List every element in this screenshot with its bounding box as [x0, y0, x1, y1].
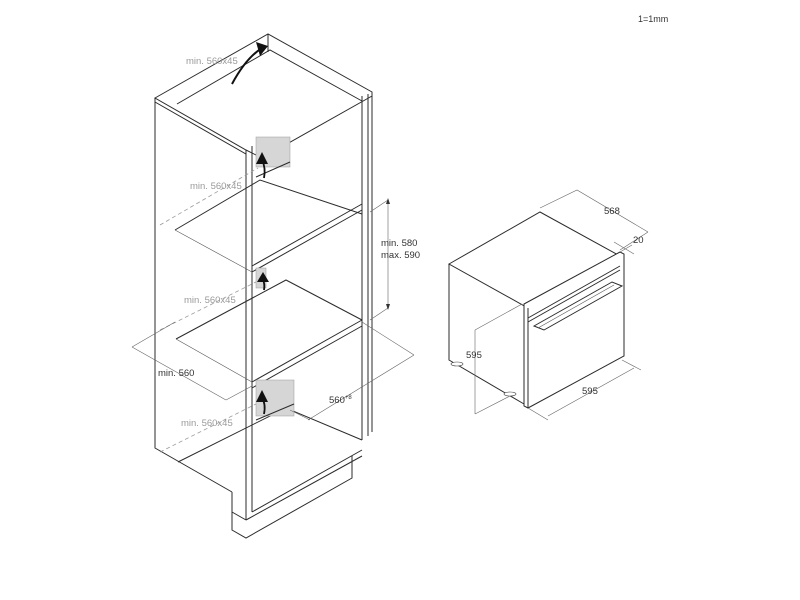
scale-note: 1=1mm — [638, 14, 669, 24]
niche-height-min: min. 580 — [381, 238, 417, 249]
oven-height: 595 — [466, 350, 482, 361]
airflow-arrow-icon — [257, 272, 269, 291]
oven-width: 595 — [582, 386, 598, 397]
niche-width: min. 560 — [158, 368, 194, 379]
airflow-arrow-icon — [256, 152, 268, 179]
vent-label-upper: min. 560x45 — [190, 181, 242, 192]
niche-height-max: max. 590 — [381, 250, 420, 261]
cabinet: min. 560x45 min. 560x45 min. 560x45 min.… — [131, 33, 420, 539]
oven-depth: 568 — [604, 206, 620, 217]
vent-label-middle: min. 560x45 — [184, 295, 236, 306]
vent-label-lower: min. 560x45 — [181, 418, 233, 429]
airflow-arrow-icon — [231, 42, 268, 85]
oven: 568 20 595 595 — [447, 189, 649, 421]
niche-depth: 560+8 — [329, 395, 352, 406]
oven-front-thickness: 20 — [633, 235, 644, 246]
airflow-arrow-icon — [256, 390, 268, 415]
vent-label-top: min. 560x45 — [186, 56, 238, 67]
